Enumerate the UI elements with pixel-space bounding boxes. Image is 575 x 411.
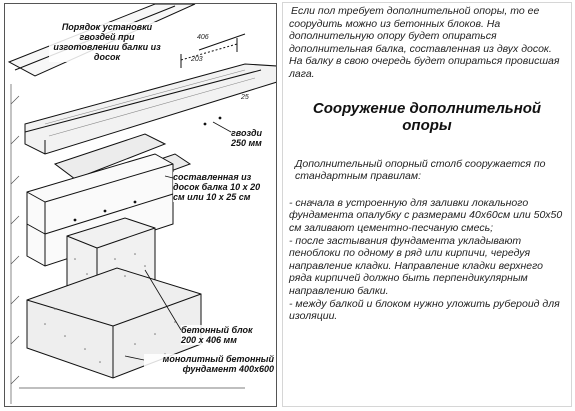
construction-drawing: 406 203 25 Порядок установки гвоздей при… <box>4 3 277 407</box>
dimension-edge: 25 <box>241 94 249 101</box>
composite-beam <box>26 153 174 267</box>
section-heading: Сооружение дополнительной опоры <box>312 99 542 134</box>
list-item: - сначала в устроенную для заливки локал… <box>289 196 563 234</box>
list-item: - между балкой и блоком нужно уложить ру… <box>289 297 560 323</box>
label-beam: составленная из досок балка 10 х 20 см и… <box>173 172 269 202</box>
article-text: Если пол требует дополнительной опоры, т… <box>282 2 572 407</box>
label-foundation: монолитный бетонный фундамент 400х600 <box>144 354 274 374</box>
joist <box>24 63 276 155</box>
dimension-406: 406 <box>197 34 209 41</box>
list-item: - после застывания фундамента укладывают… <box>289 234 543 297</box>
drawing-svg <box>7 4 276 404</box>
cross-board <box>53 133 167 180</box>
intro-paragraph: Если пол требует дополнительной опоры, т… <box>289 5 560 80</box>
label-block: бетонный блок 200 х 406 мм <box>181 325 267 345</box>
dimension-203: 203 <box>191 56 203 63</box>
label-nails: гвозди 250 мм <box>231 128 276 148</box>
figure-title: Порядок установки гвоздей при изготовлен… <box>49 22 165 62</box>
lead-paragraph: Дополнительный опорный столб сооружается… <box>295 157 546 183</box>
